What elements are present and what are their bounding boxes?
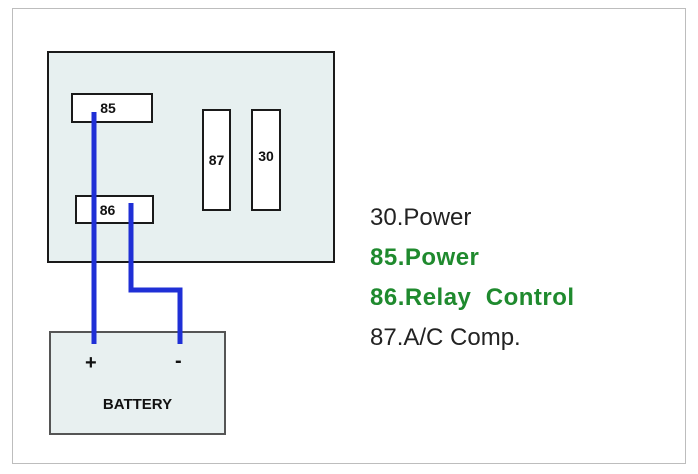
relay-pin-85: 85 bbox=[71, 93, 153, 123]
pin-legend: 30.Power 85.Power 86.Relay Control 87.A/… bbox=[370, 198, 575, 358]
legend-item-30: 30.Power bbox=[370, 204, 472, 231]
pin-86-label: 86 bbox=[99, 201, 116, 218]
wire-86-to-minus bbox=[128, 203, 183, 344]
pin-85-label: 85 bbox=[100, 100, 116, 116]
legend-item-85: 85.Power bbox=[370, 244, 480, 271]
legend-item-86: 86.Relay Control bbox=[370, 284, 575, 311]
pin-30-label: 30 bbox=[258, 148, 274, 164]
pin-87-label: 87 bbox=[208, 152, 225, 168]
battery-plus-terminal: + bbox=[85, 352, 97, 374]
relay-pin-86: 86 bbox=[75, 195, 154, 224]
relay-pin-87: 87 bbox=[202, 109, 231, 211]
legend-item-87: 87.A/C Comp. bbox=[370, 324, 521, 351]
relay-pin-30: 30 bbox=[251, 109, 281, 211]
battery-label: BATTERY bbox=[102, 396, 173, 413]
battery: + - BATTERY bbox=[49, 331, 226, 435]
battery-minus-terminal: - bbox=[175, 350, 182, 372]
